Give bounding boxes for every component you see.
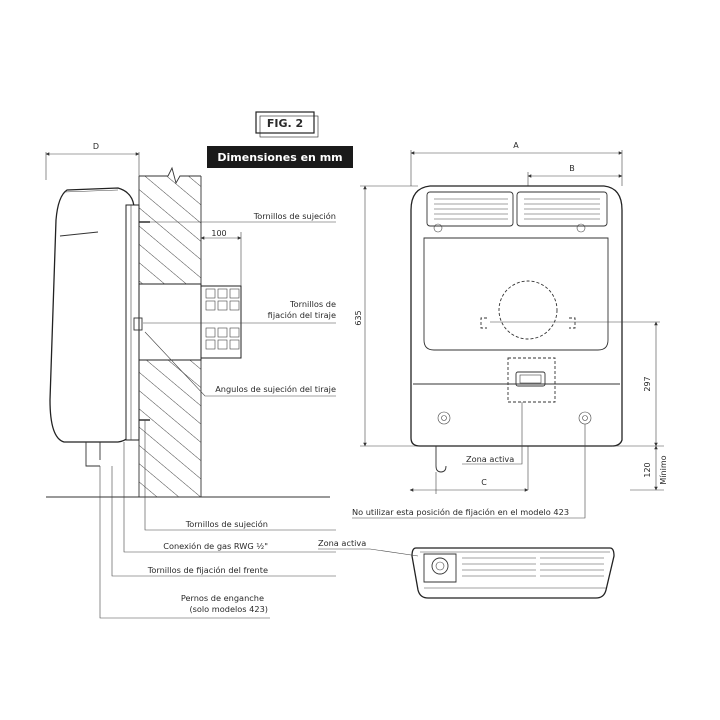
label-tornillos-tiraje-2: fijación del tiraje xyxy=(268,310,336,320)
label-pernos-1: Pernos de enganche xyxy=(181,593,264,603)
label-tornillos-sujecion-top: Tornillos de sujeción xyxy=(253,211,336,221)
zona-activa-top: Zona activa xyxy=(318,538,366,548)
side-view: D 100 xyxy=(45,142,336,619)
top-view-slots xyxy=(462,557,604,577)
dim-c: C xyxy=(481,478,487,487)
zona-activa-front: Zona activa xyxy=(466,454,514,464)
minimo-label: Mínimo xyxy=(659,455,668,484)
dim-b: B xyxy=(569,164,575,173)
dim-d: D xyxy=(93,142,99,151)
label-pernos-2: (solo modelos 423) xyxy=(189,604,268,614)
flue-slots xyxy=(205,288,240,350)
dim-297: 297 xyxy=(643,376,652,391)
no-utilizar-label: No utilizar esta posición de fijación en… xyxy=(352,507,569,517)
top-grille xyxy=(426,191,608,233)
dim-635: 635 xyxy=(354,310,363,325)
dim-100: 100 xyxy=(211,229,226,238)
fig-label: FIG. 2 xyxy=(267,117,303,130)
front-view: A B 635 xyxy=(352,141,668,519)
fig-badge: FIG. 2 xyxy=(255,111,319,138)
dim-a: A xyxy=(513,141,519,150)
dimensions-badge: Dimensiones en mm xyxy=(207,146,353,168)
subtitle: Dimensiones en mm xyxy=(217,151,342,164)
label-tornillos-frente: Tornillos de fijación del frente xyxy=(147,565,268,575)
label-conexion-gas: Conexión de gas RWG ½" xyxy=(163,541,268,551)
label-tornillos-sujecion-bottom: Tornillos de sujeción xyxy=(185,519,268,529)
label-angulos-sujecion: Angulos de sujeción del tiraje xyxy=(215,384,336,394)
label-tornillos-tiraje-1: Tornillos de xyxy=(289,299,336,309)
dim-120: 120 xyxy=(643,462,652,477)
top-view: Zona activa xyxy=(318,538,615,599)
